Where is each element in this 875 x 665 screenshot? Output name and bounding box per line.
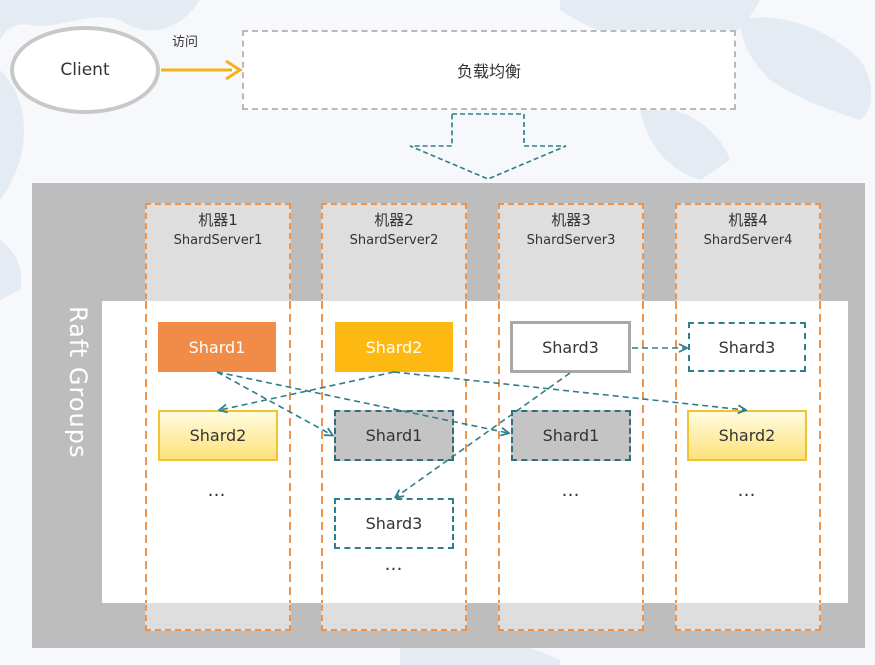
ellipsis-m3: … [561, 480, 581, 501]
machine-3-title: 机器3 [551, 211, 591, 229]
access-label: 访问 [172, 35, 199, 50]
shard-m3-follower: Shard1 [511, 410, 631, 461]
machine-1-title: 机器1 [198, 211, 238, 229]
ellipsis-m1: … [207, 480, 227, 501]
machine-3-server: ShardServer3 [526, 233, 616, 248]
shard-m3-leader: Shard3 [510, 321, 631, 373]
load-balancer-label: 负载均衡 [456, 62, 521, 81]
client-node: Client [10, 26, 160, 114]
machine-2-title: 机器2 [374, 211, 414, 229]
ellipsis-m2: … [384, 554, 404, 575]
shard-m4-new: Shard3 [688, 322, 806, 372]
load-balancer-box: 负载均衡 [242, 30, 736, 110]
ellipsis-m4: … [737, 480, 757, 501]
shard-m2-leader: Shard2 [335, 322, 453, 372]
machine-4-title: 机器4 [728, 211, 768, 229]
machine-2-server: ShardServer2 [349, 233, 439, 248]
raft-groups-label: Raft Groups [64, 306, 92, 459]
shard-m4-follower: Shard2 [687, 410, 807, 461]
shard-m2-follower-1: Shard1 [334, 410, 454, 461]
shard-m2-follower-3: Shard3 [334, 498, 454, 549]
machine-4-server: ShardServer4 [703, 233, 793, 248]
shard-m1-follower: Shard2 [158, 410, 278, 461]
client-label: Client [60, 60, 110, 80]
machine-1-server: ShardServer1 [173, 233, 263, 248]
shard-m1-leader: Shard1 [158, 322, 276, 372]
